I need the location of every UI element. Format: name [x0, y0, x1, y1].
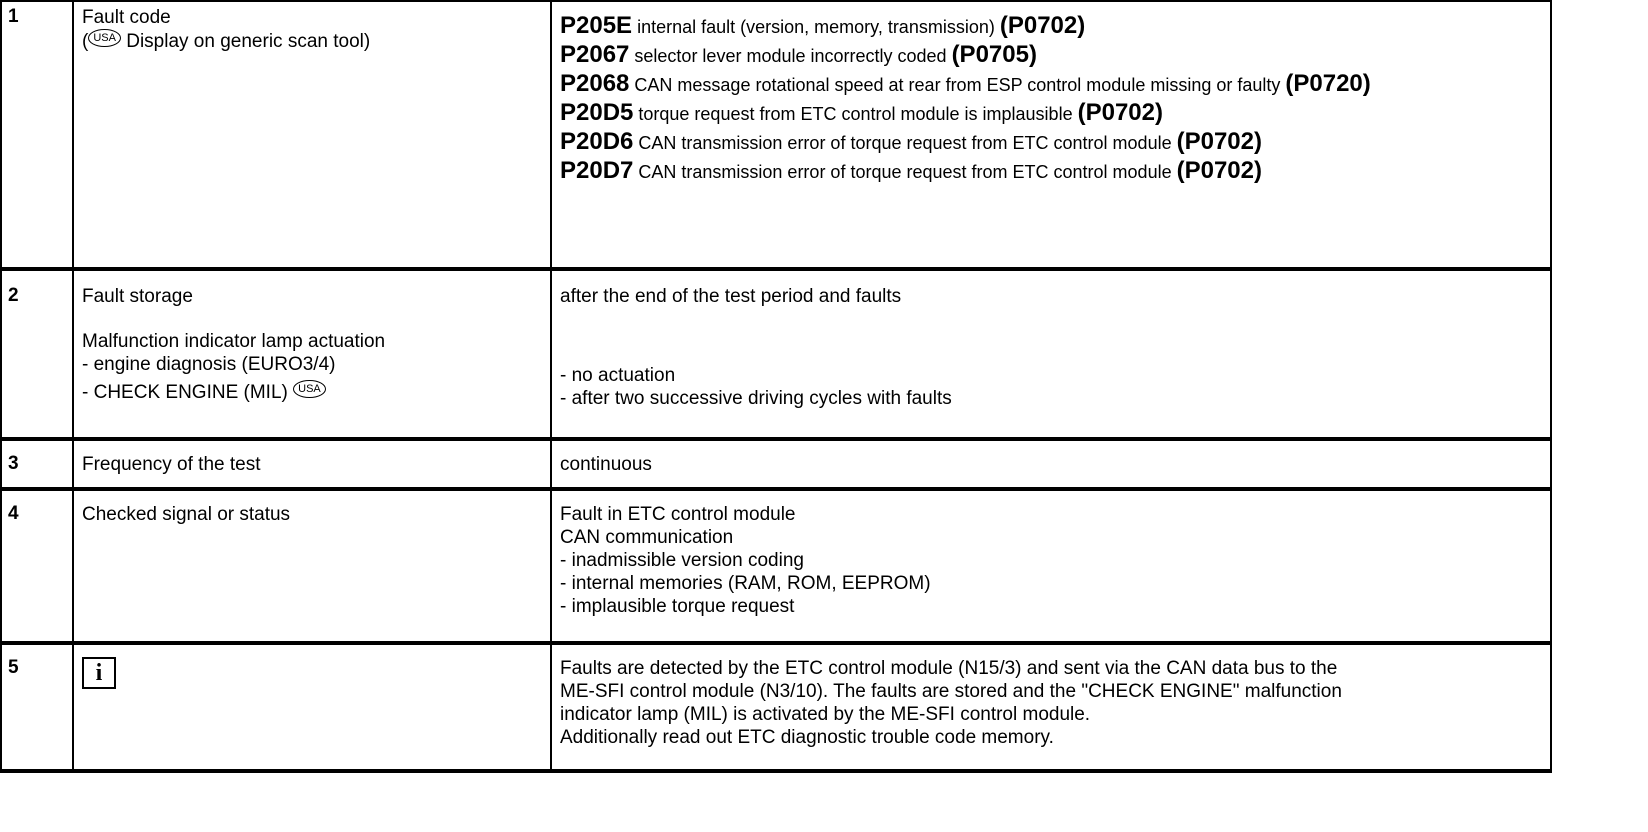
fault-code-line: P20D6 CAN transmission error of torque r…: [560, 128, 1542, 157]
fault-description: CAN transmission error of torque request…: [633, 133, 1177, 153]
obd-code: (P0702): [1176, 128, 1262, 155]
row-number: 5: [8, 657, 19, 678]
fault-code: P205E: [560, 12, 633, 39]
fault-code: P20D7: [560, 157, 634, 184]
usa-badge-icon: USA: [88, 29, 121, 47]
signal-line: - implausible torque request: [560, 596, 795, 617]
fault-description: CAN transmission error of torque request…: [633, 162, 1177, 182]
table-row: 1 Fault code (USA Display on generic sca…: [0, 0, 1552, 271]
fault-code-line: P2068 CAN message rotational speed at re…: [560, 70, 1542, 99]
row-label: Checked signal or status: [82, 504, 291, 525]
fault-table: 1 Fault code (USA Display on generic sca…: [0, 0, 1552, 773]
obd-code: (P0720): [1285, 70, 1371, 97]
fault-code: P20D5: [560, 99, 634, 126]
paren-open: (: [82, 31, 89, 52]
row-number: 4: [8, 503, 19, 524]
fault-code-line: P205E internal fault (version, memory, t…: [560, 12, 1542, 41]
row-label: Fault code: [82, 7, 171, 28]
row-label: Frequency of the test: [82, 454, 261, 475]
fault-code-line: P2067 selector lever module incorrectly …: [560, 41, 1542, 70]
fault-code: P2068: [560, 70, 630, 97]
fault-description: internal fault (version, memory, transmi…: [632, 17, 1000, 37]
info-icon: i: [82, 657, 116, 689]
signal-line: - inadmissible version coding: [560, 550, 804, 571]
usa-badge-icon: USA: [293, 380, 326, 398]
obd-code: (P0702): [1176, 157, 1262, 184]
row-label: Fault storage: [82, 286, 193, 307]
row-sublabel: Display on generic scan tool): [120, 31, 371, 52]
fault-code: P20D6: [560, 128, 634, 155]
note-line: ME-SFI control module (N3/10). The fault…: [560, 681, 1342, 702]
note-line: Faults are detected by the ETC control m…: [560, 658, 1338, 679]
storage-value: after the end of the test period and fau…: [560, 286, 902, 307]
note-line: indicator lamp (MIL) is activated by the…: [560, 704, 1091, 725]
signal-line: - internal memories (RAM, ROM, EEPROM): [560, 573, 931, 594]
check-engine-label: - CHECK ENGINE (MIL): [82, 382, 294, 403]
fault-code-list: P205E internal fault (version, memory, t…: [552, 2, 1550, 186]
obd-code: (P0702): [999, 12, 1086, 39]
fault-description: selector lever module incorrectly coded: [629, 46, 952, 66]
table-row: 2 Fault storage Malfunction indicator la…: [0, 268, 1552, 441]
note-line: Additionally read out ETC diagnostic tro…: [560, 727, 1054, 748]
check-engine-value: - after two successive driving cycles wi…: [560, 388, 952, 409]
engine-diagnosis-label: - engine diagnosis (EURO3/4): [82, 354, 336, 375]
fault-code-line: P20D5 torque request from ETC control mo…: [560, 99, 1542, 128]
table-row: 3 Frequency of the test continuous: [0, 438, 1552, 491]
signal-line: Fault in ETC control module: [560, 504, 796, 525]
fault-description: torque request from ETC control module i…: [633, 104, 1078, 124]
obd-code: (P0705): [951, 41, 1037, 68]
row-number: 1: [8, 6, 19, 27]
fault-code: P2067: [560, 41, 630, 68]
table-row: 5 i Faults are detected by the ETC contr…: [0, 642, 1552, 773]
row-number: 2: [8, 285, 19, 306]
fault-description: CAN message rotational speed at rear fro…: [629, 75, 1286, 95]
row-number: 3: [8, 453, 19, 474]
table-row: 4 Checked signal or status Fault in ETC …: [0, 488, 1552, 645]
row-value: continuous: [560, 454, 652, 475]
engine-diagnosis-value: - no actuation: [560, 365, 676, 386]
obd-code: (P0702): [1077, 99, 1163, 126]
fault-code-line: P20D7 CAN transmission error of torque r…: [560, 157, 1542, 186]
mil-label: Malfunction indicator lamp actuation: [82, 331, 386, 352]
signal-line: CAN communication: [560, 527, 734, 548]
